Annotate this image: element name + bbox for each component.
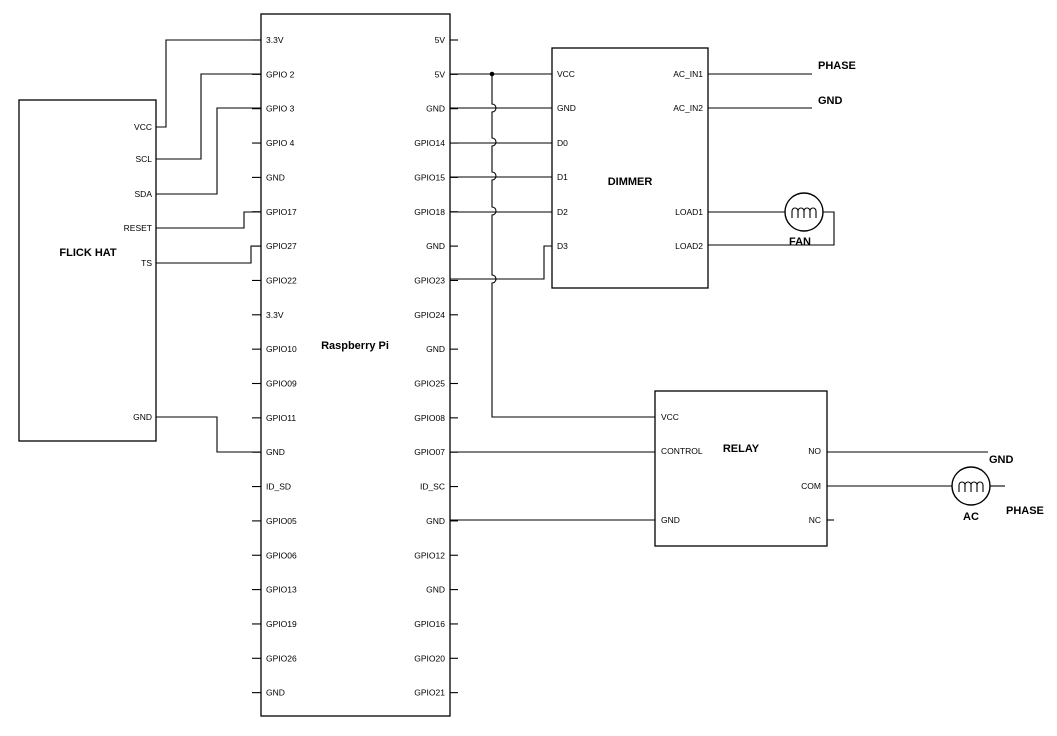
raspberry-pi-box [260, 13, 451, 717]
gnd-label-relay: GND [989, 454, 1014, 466]
rpi-right-pin-label: GPIO25 [414, 379, 445, 389]
dimmer-pin-d1: D1 [557, 172, 568, 182]
dimmer-pin-load1: LOAD1 [675, 207, 703, 217]
rpi-right-pin-label: 5V [435, 35, 446, 45]
phase-label-dimmer: PHASE [818, 60, 856, 72]
rpi-right-pin-label: GPIO24 [414, 310, 445, 320]
rpi-left-pin-label: GPIO26 [266, 653, 297, 663]
rpi-right-pin-label: GPIO15 [414, 172, 445, 182]
wire-flick-vcc-to-3v3 [156, 39, 261, 128]
phase-label-relay: PHASE [1006, 505, 1044, 517]
wire-flick-gnd-to-gnd [156, 416, 261, 453]
flick-pin-scl: SCL [135, 154, 152, 164]
flick-pin-ts: TS [141, 258, 152, 268]
rpi-right-pin-label: GPIO21 [414, 688, 445, 698]
relay-pin-nc: NC [809, 515, 821, 525]
wire-flick-ts-to-gpio27 [156, 245, 261, 264]
ac-symbol [951, 466, 991, 506]
rpi-right-pin-label: GPIO16 [414, 619, 445, 629]
rpi-right-pin-label: GPIO07 [414, 447, 445, 457]
rpi-left-pin-label: ID_SD [266, 482, 291, 492]
rpi-left-pin-label: 3.3V [266, 35, 284, 45]
rpi-left-pin-label: GPIO19 [266, 619, 297, 629]
rpi-right-pin-label: GND [426, 104, 445, 114]
rpi-left-pin-header: 3.3V GPIO 2 GPIO 3 GPIO 4 GND GPIO17GPIO27GPI… [252, 35, 297, 698]
rpi-right-pin-label: GPIO08 [414, 413, 445, 423]
wire-gpio23-to-dimmer-d3 [450, 245, 552, 280]
flick-pin-sda: SDA [135, 189, 153, 199]
gnd-label-dimmer: GND [818, 95, 843, 107]
rpi-right-pin-label: ID_SC [420, 482, 445, 492]
rpi-right-pin-label: GPIO23 [414, 275, 445, 285]
rpi-left-pin-label: GPIO10 [266, 344, 297, 354]
wire-fan-to-load2 [708, 211, 835, 246]
rpi-left-pin-label: GPIO11 [266, 413, 296, 423]
flick-hat-box [18, 99, 157, 442]
rpi-left-pin-label: GND [266, 447, 285, 457]
rpi-left-pin-label: GPIO27 [266, 241, 297, 251]
rpi-left-pin-label: GPIO 4 [266, 138, 295, 148]
dimmer-pin-ac-in1: AC_IN1 [673, 69, 703, 79]
flick-pin-vcc: VCC [134, 122, 152, 132]
rpi-right-pin-label: 5V [435, 69, 446, 79]
rpi-right-pin-label: GPIO18 [414, 207, 445, 217]
wire-flick-reset-to-gpio17 [156, 211, 261, 229]
flick-pin-gnd: GND [133, 412, 152, 422]
rpi-left-pin-label: GPIO 3 [266, 104, 295, 114]
rpi-right-pin-label: GPIO12 [414, 550, 445, 560]
rpi-left-pin-label: GPIO05 [266, 516, 297, 526]
relay-box [654, 390, 828, 547]
rpi-left-pin-label: GPIO06 [266, 550, 297, 560]
rpi-left-pin-label: GPIO13 [266, 585, 297, 595]
rpi-right-pin-label: GPIO14 [414, 138, 445, 148]
rpi-left-pin-label: GPIO 2 [266, 69, 295, 79]
rpi-left-pin-label: GPIO09 [266, 379, 297, 389]
ac-label: AC [963, 511, 979, 523]
dimmer-pin-load2: LOAD2 [675, 241, 703, 251]
dimmer-pin-d2: D2 [557, 207, 568, 217]
rpi-left-pin-label: GPIO22 [266, 275, 297, 285]
fan-label: FAN [789, 236, 811, 248]
relay-pin-no: NO [808, 446, 821, 456]
rpi-right-pin-label: GND [426, 344, 445, 354]
relay-pin-vcc: VCC [661, 412, 679, 422]
relay-title: RELAY [723, 443, 760, 455]
rpi-right-pin-header: 5V5VGNDGPIO14GPIO15GPIO18GNDGPIO23GPIO24… [414, 35, 458, 698]
relay-pin-com: COM [801, 481, 821, 491]
dimmer-pin-d3: D3 [557, 241, 568, 251]
rpi-left-pin-label: 3.3V [266, 310, 284, 320]
dimmer-pin-d0: D0 [557, 138, 568, 148]
dimmer-pin-ac-in2: AC_IN2 [673, 103, 703, 113]
rpi-right-pin-label: GND [426, 585, 445, 595]
rpi-right-pin-label: GPIO20 [414, 653, 445, 663]
raspberry-pi-title: Raspberry Pi [321, 340, 389, 352]
fan-filament-icon [791, 207, 817, 218]
rpi-left-pin-label: GND [266, 172, 285, 182]
rpi-left-pin-label: GND [266, 688, 285, 698]
dimmer-title: DIMMER [608, 176, 653, 188]
ac-filament-icon [958, 481, 984, 492]
dimmer-box [551, 47, 709, 289]
wire-flick-sda-to-gpio3 [156, 107, 261, 195]
flick-hat-title: FLICK HAT [59, 247, 117, 259]
rpi-right-pin-label: GND [426, 516, 445, 526]
relay-pin-gnd: GND [661, 515, 680, 525]
rpi-left-pin-label: GPIO17 [266, 207, 297, 217]
fan-symbol [784, 192, 824, 232]
dimmer-pin-vcc: VCC [557, 69, 575, 79]
wire-flick-scl-to-gpio2 [156, 73, 261, 160]
relay-pin-control: CONTROL [661, 446, 703, 456]
rpi-right-pin-label: GND [426, 241, 445, 251]
flick-pin-reset: RESET [124, 223, 152, 233]
dimmer-pin-gnd: GND [557, 103, 576, 113]
